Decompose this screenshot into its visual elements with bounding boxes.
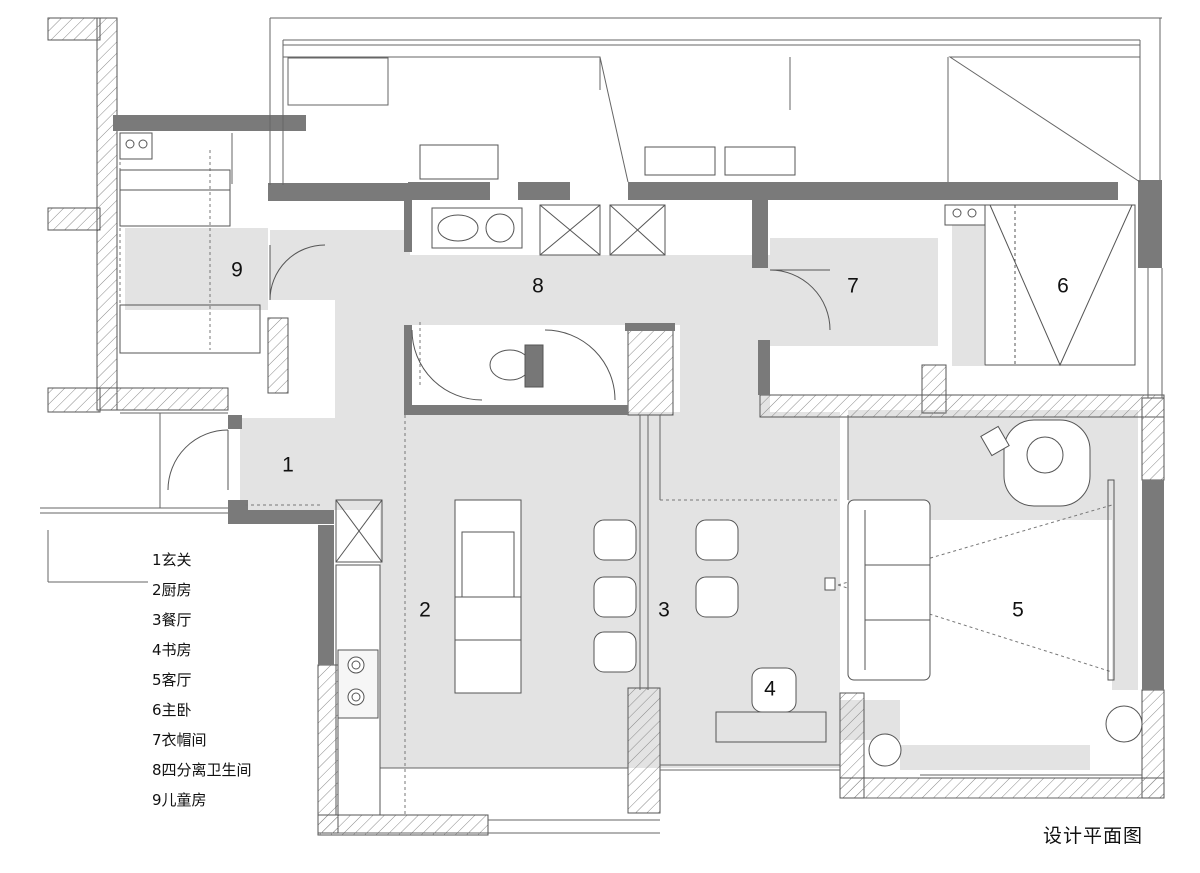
room-number-8: 8: [532, 275, 544, 298]
legend-item-7: 7衣帽间: [152, 731, 207, 749]
dashed-lines: [119, 150, 1113, 815]
room-number-5: 5: [1012, 599, 1024, 622]
legend-item-6: 6主卧: [152, 701, 192, 719]
master-bed: [984, 204, 1136, 367]
room-number-7: 7: [847, 275, 859, 298]
outline-lines: [40, 17, 1163, 834]
dining-chairs: [593, 519, 827, 743]
legend-item-2: 2厨房: [152, 581, 192, 599]
legend-item-5: 5客厅: [152, 671, 192, 689]
room-number-1: 1: [282, 454, 294, 477]
kids-room-furniture: [119, 132, 261, 354]
room-number-9: 9: [231, 259, 243, 282]
room-number-2: 2: [419, 599, 431, 622]
legend-item-3: 3餐厅: [152, 611, 192, 629]
room-numbers: 1 2 3 4 5 6 7 8 9: [231, 259, 1069, 701]
room-number-3: 3: [658, 599, 670, 622]
bathroom-fixtures: [419, 144, 986, 388]
legend-item-9: 9儿童房: [152, 791, 207, 809]
hatched-walls: [47, 17, 1165, 836]
legend-item-1: 1玄关: [152, 551, 192, 569]
room-number-6: 6: [1057, 275, 1069, 298]
door-swings: [167, 244, 831, 491]
kitchen-furniture: [335, 499, 522, 816]
room-number-4: 4: [764, 678, 776, 701]
legend-item-8: 8四分离卫生间: [152, 761, 252, 779]
plan-title: 设计平面图: [1043, 825, 1144, 847]
living-furniture: [824, 419, 1143, 767]
room-legend: 1玄关 2厨房 3餐厅 4书房 5客厅 6主卧 7衣帽间 8四分离卫生间 9儿童…: [152, 549, 252, 819]
legend-item-4: 4书房: [152, 641, 192, 659]
walls: [113, 115, 1164, 690]
